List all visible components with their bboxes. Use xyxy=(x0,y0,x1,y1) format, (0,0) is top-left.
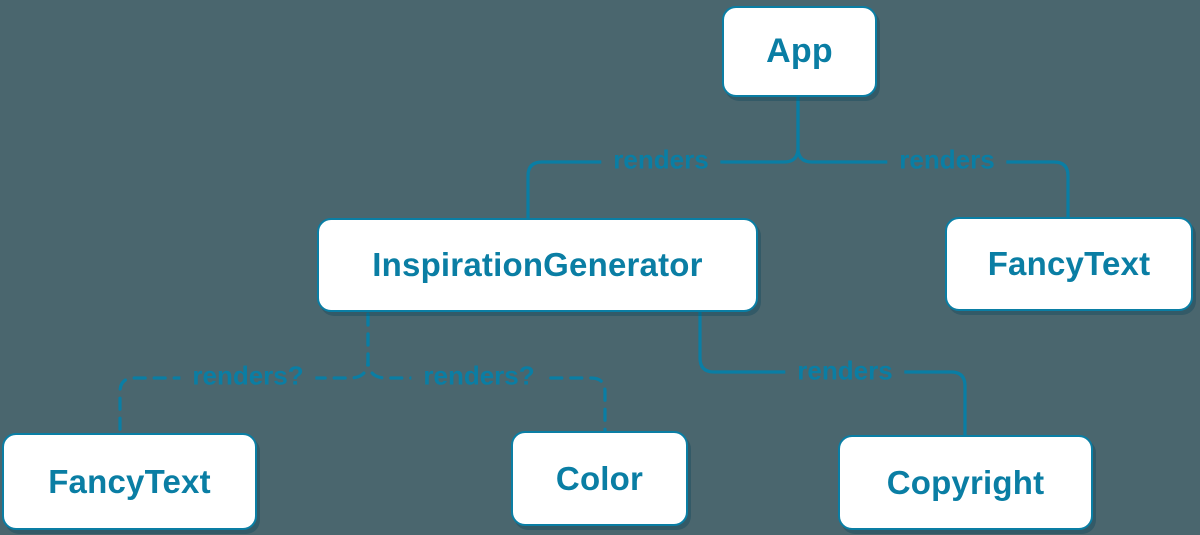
node-app: App xyxy=(722,6,877,97)
edge-label-renders-app-fancytext: renders xyxy=(887,143,1007,177)
node-inspiration-generator-label: InspirationGenerator xyxy=(372,246,703,283)
node-fancy-text-top-label: FancyText xyxy=(987,245,1151,282)
node-app-label: App xyxy=(766,32,833,70)
edge-label-renders-maybe-color: renders? xyxy=(411,359,547,393)
node-color-label: Color xyxy=(555,459,644,497)
node-fancy-text-top: FancyText xyxy=(945,217,1193,311)
edge-label-renders-copyright: renders xyxy=(785,354,905,388)
node-copyright-label: Copyright xyxy=(886,463,1045,501)
node-copyright: Copyright xyxy=(838,435,1093,530)
edge-label-renders-maybe-fancytext: renders? xyxy=(180,359,316,393)
node-fancy-text-bottom: FancyText xyxy=(2,433,257,530)
node-fancy-text-bottom-label: FancyText xyxy=(48,462,211,500)
edge-label-renders-app-inspiration: renders xyxy=(601,143,721,177)
node-color: Color xyxy=(511,431,688,526)
node-inspiration-generator: InspirationGenerator xyxy=(317,218,758,312)
